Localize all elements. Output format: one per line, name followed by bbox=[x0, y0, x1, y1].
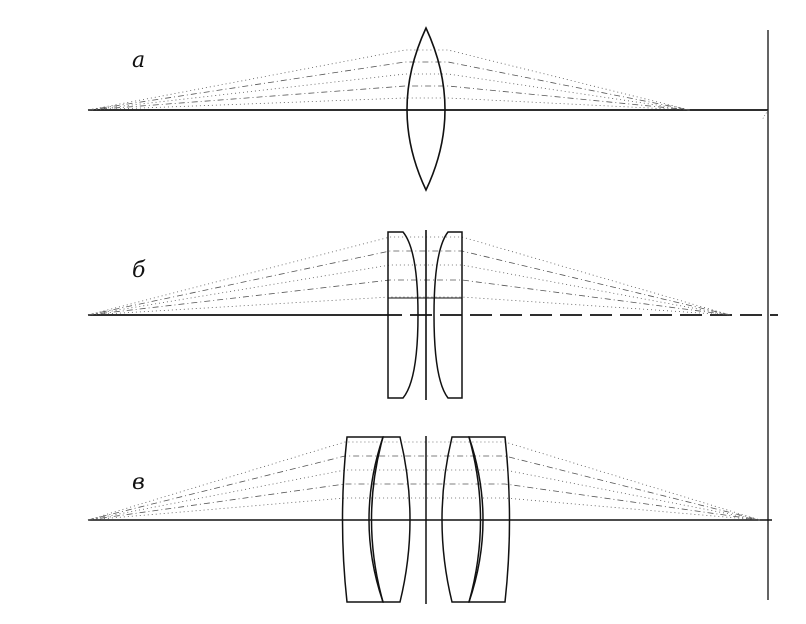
panel-c-ray bbox=[87, 497, 761, 521]
panel-c-ray bbox=[87, 469, 761, 521]
panel-a-ray bbox=[87, 85, 691, 111]
panel-label-b: б bbox=[132, 258, 146, 283]
panel-a-ray bbox=[87, 97, 691, 111]
panel-a-ray bbox=[87, 49, 691, 111]
inner-lens-right bbox=[441, 436, 484, 603]
panel-c-ray bbox=[87, 455, 761, 521]
panel-label-v: в bbox=[132, 470, 145, 495]
meniscus-lens-right bbox=[433, 231, 463, 399]
panel-a-ray bbox=[87, 73, 691, 111]
inner-lens-left bbox=[368, 436, 411, 603]
panel-b-ray bbox=[87, 250, 731, 316]
meniscus-lens-left bbox=[387, 231, 419, 399]
panel-b-ray bbox=[87, 236, 731, 316]
ray-tail-a bbox=[761, 109, 769, 121]
panel-a-ray bbox=[87, 61, 691, 111]
biconvex-lens bbox=[406, 26, 446, 192]
panel-c-ray bbox=[87, 441, 761, 521]
panel-b-ray bbox=[87, 296, 731, 316]
panel-c-ray bbox=[87, 483, 761, 521]
panel-b-ray bbox=[87, 264, 731, 316]
panel-label-a: а bbox=[132, 48, 146, 73]
